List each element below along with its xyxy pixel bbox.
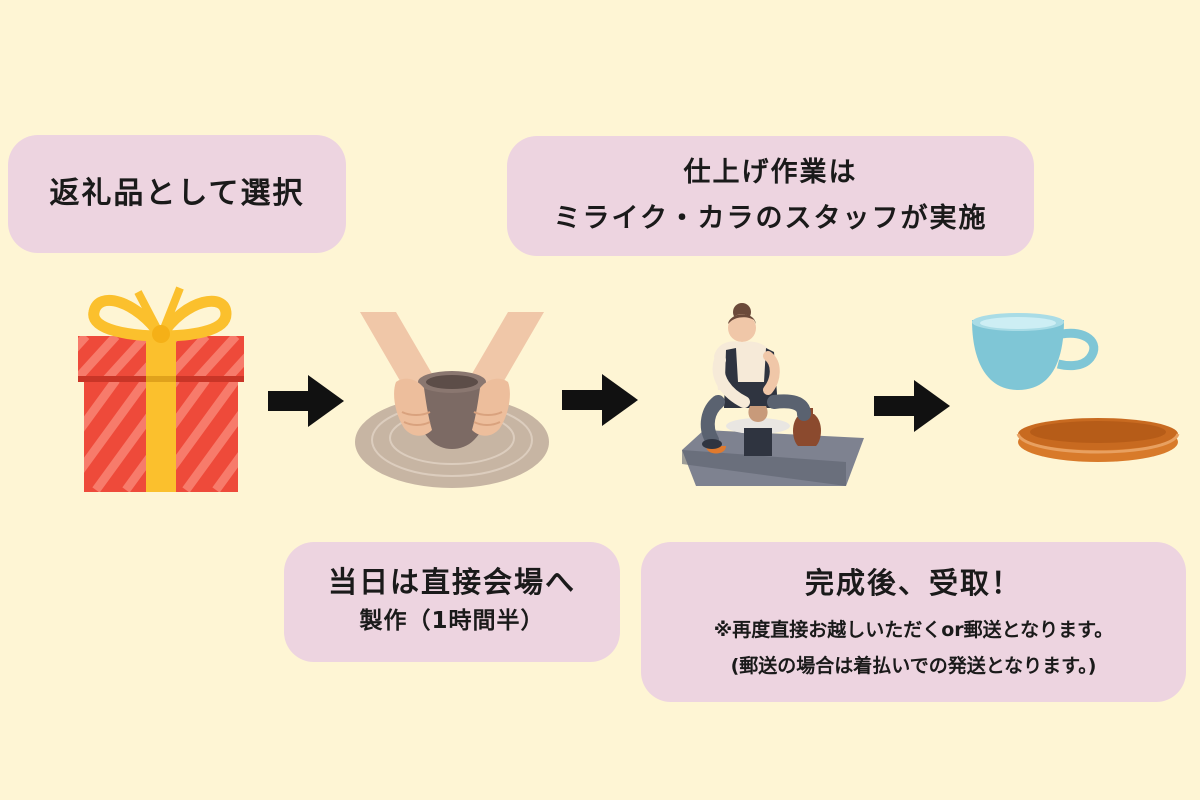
bubble-completion: 完成後、受取！ ※再度直接お越しいただくor郵送となります。 (郵送の場合は着払… xyxy=(641,542,1186,702)
arrow-right-icon xyxy=(562,374,638,426)
bubble-completion-line3: (郵送の場合は着払いでの発送となります。) xyxy=(730,655,1097,677)
bubble-completion-line1: 完成後、受取！ xyxy=(804,566,1022,600)
pottery-hands-icon xyxy=(355,312,549,488)
gift-box-icon xyxy=(78,286,244,492)
bubble-select-text: 返礼品として選択 xyxy=(49,176,305,211)
potter-at-wheel-icon xyxy=(682,303,864,486)
bubble-completion-line2: ※再度直接お越しいただくor郵送となります。 xyxy=(713,619,1114,641)
bubble-select-as-gift: 返礼品として選択 xyxy=(8,135,346,253)
arrow-right-icon xyxy=(874,380,950,432)
bubble-same-day-line2: 製作（1時間半） xyxy=(359,608,545,634)
cup-and-plate-icon xyxy=(972,313,1180,462)
bubble-same-day-line1: 当日は直接会場へ xyxy=(327,565,576,599)
arrow-right-icon xyxy=(268,375,344,427)
bubble-finishing-line1: 仕上げ作業は xyxy=(683,157,858,188)
bubble-same-day-visit: 当日は直接会場へ 製作（1時間半） xyxy=(284,542,620,662)
bubble-finishing-work: 仕上げ作業は ミライク・カラのスタッフが実施 xyxy=(507,136,1034,256)
bubble-finishing-line2: ミライク・カラのスタッフが実施 xyxy=(553,203,988,234)
